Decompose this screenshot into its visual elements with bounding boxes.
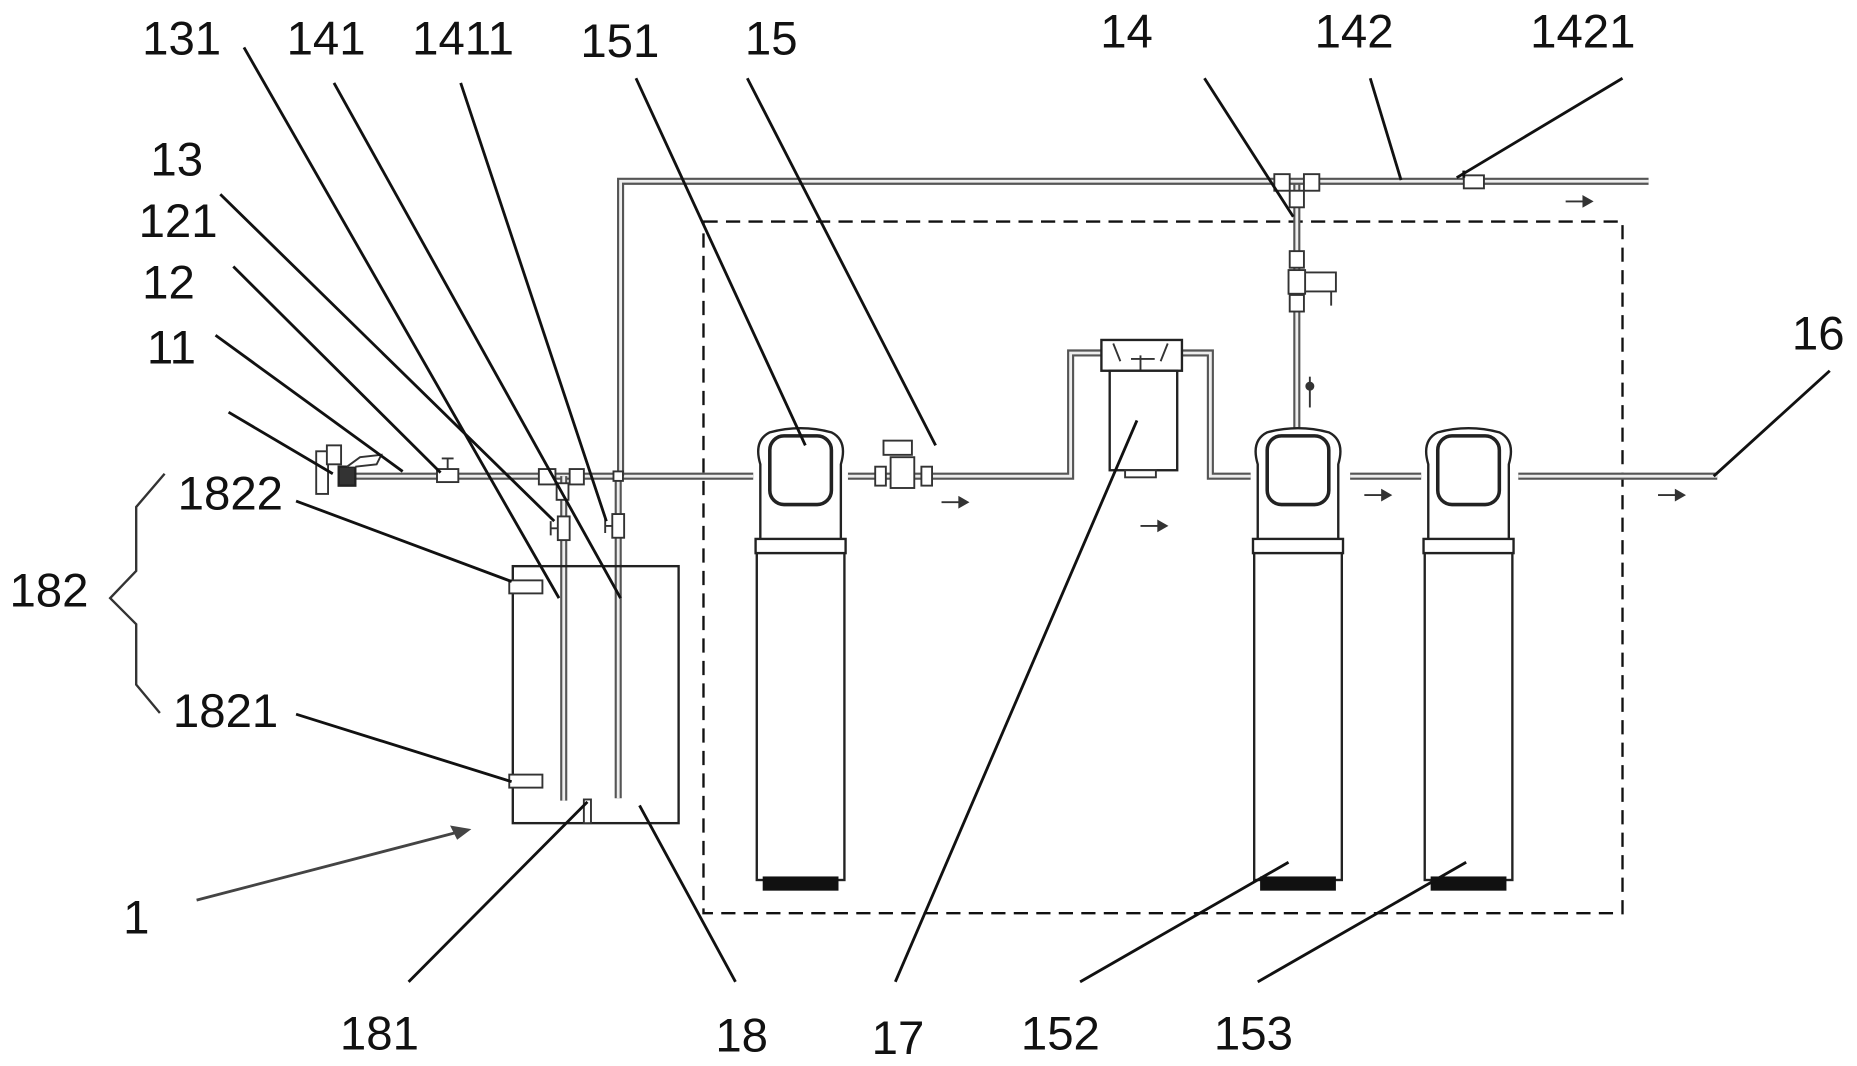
bottom-fitting-181 <box>582 798 592 825</box>
pipe-17-to-152-inner <box>1179 351 1251 478</box>
flow-arrow-icon <box>1658 488 1687 502</box>
label-1: 1 <box>123 891 149 944</box>
tank-151 <box>754 427 847 891</box>
leader-131 <box>242 46 561 599</box>
label-181: 181 <box>340 1007 419 1060</box>
brine-tank-18 <box>508 564 680 825</box>
label-131: 131 <box>142 13 221 66</box>
pipe-fitting-121 <box>436 457 460 484</box>
leader-11 <box>227 410 334 476</box>
label-142: 142 <box>1315 5 1394 58</box>
label-16: 16 <box>1792 307 1845 360</box>
leader-17 <box>894 419 1139 983</box>
leader-15 <box>746 77 937 447</box>
leader-13 <box>219 193 556 523</box>
leader-1 <box>196 831 457 902</box>
filter-17 <box>1100 338 1184 479</box>
riser-fittings <box>1273 173 1337 408</box>
leader-lines <box>108 46 1831 984</box>
valve-131 <box>549 515 571 542</box>
leader-152 <box>1079 861 1290 984</box>
labels: 131 141 1411 151 15 14 142 1421 13 121 1… <box>9 5 1844 1065</box>
valve-1411 <box>604 513 626 539</box>
fitting-1421 <box>1462 174 1485 190</box>
flow-arrows <box>941 195 1687 533</box>
branch-connector <box>612 470 624 482</box>
label-1421: 1421 <box>1530 5 1635 58</box>
pipe-151-to-17-inner <box>847 351 1104 478</box>
label-14: 14 <box>1100 5 1153 58</box>
flow-arrow-icon <box>1140 519 1169 533</box>
label-152: 152 <box>1021 1007 1100 1060</box>
label-18: 18 <box>715 1010 768 1063</box>
pipe-17-to-152 <box>1179 349 1251 480</box>
leader-141 <box>332 82 622 599</box>
label-11: 11 <box>147 322 196 375</box>
inlet-valve-11 <box>315 444 383 495</box>
leader-1822 <box>295 499 513 583</box>
label-15: 15 <box>745 13 798 66</box>
leader-142 <box>1368 77 1403 181</box>
label-182: 182 <box>9 564 88 617</box>
low-level-sensor-1821 <box>508 773 544 789</box>
solenoid-valve <box>874 439 934 489</box>
label-141: 141 <box>287 13 366 66</box>
leader-151 <box>634 77 807 446</box>
label-151: 151 <box>580 15 659 68</box>
leader-1821 <box>295 712 513 784</box>
label-1411: 1411 <box>412 13 514 66</box>
leader-181 <box>407 800 589 983</box>
label-1821: 1821 <box>173 685 278 738</box>
flow-arrow-icon <box>1565 195 1594 208</box>
label-12: 12 <box>142 257 195 310</box>
label-17: 17 <box>872 1012 925 1065</box>
leader-18 <box>638 804 737 983</box>
pipe-151-to-17 <box>847 349 1104 480</box>
leader-12 <box>214 334 404 473</box>
leader-14 <box>1203 77 1295 218</box>
tank-153 <box>1422 427 1515 891</box>
label-121: 121 <box>139 195 218 248</box>
flow-arrow-icon <box>941 495 970 509</box>
flow-arrow-icon <box>1364 488 1393 502</box>
leader-121 <box>232 265 442 474</box>
label-1822: 1822 <box>178 467 283 520</box>
treatment-unit-enclosure <box>702 220 1624 915</box>
leader-1411 <box>459 82 608 522</box>
tank-152 <box>1251 427 1345 891</box>
leader-153 <box>1257 861 1467 984</box>
high-level-sensor-1822 <box>508 579 544 595</box>
leader-16 <box>1712 369 1831 478</box>
brace-182 <box>108 473 166 714</box>
label-13: 13 <box>150 133 203 186</box>
label-153: 153 <box>1214 1007 1293 1060</box>
leader-1421 <box>1455 77 1624 179</box>
